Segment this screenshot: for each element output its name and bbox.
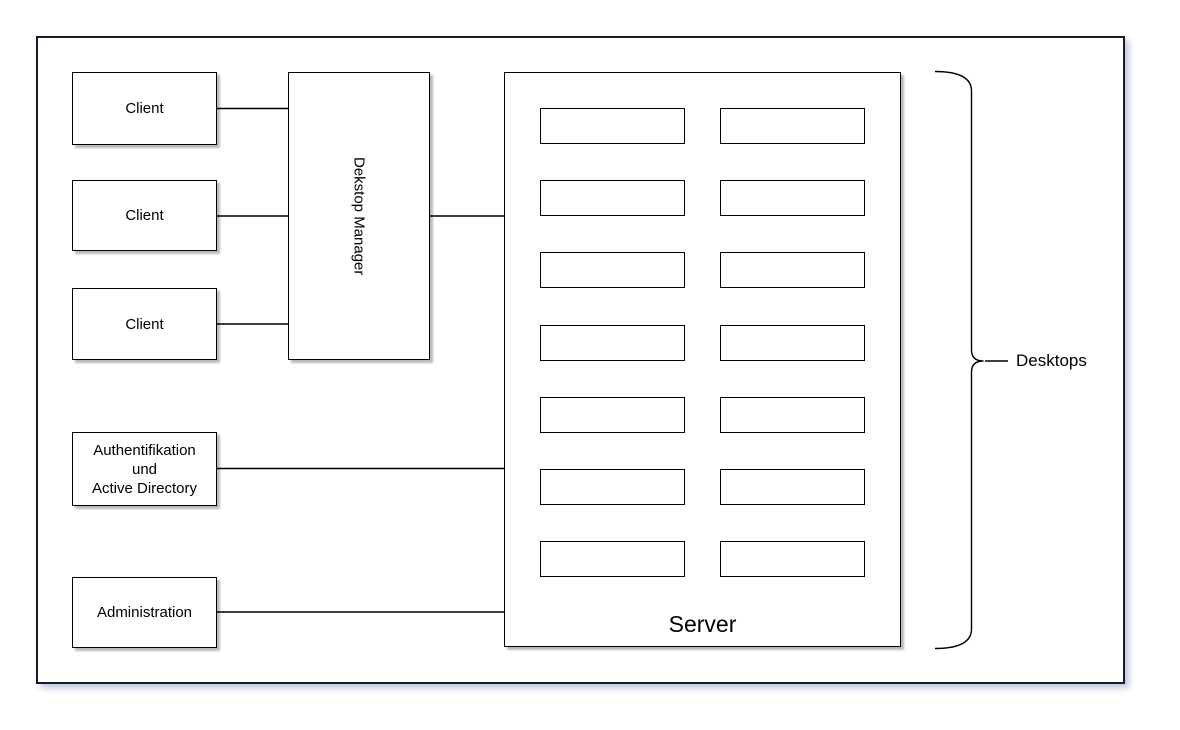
desktop-slot — [720, 541, 865, 577]
desktop-slot — [720, 252, 865, 288]
desktop-slot — [720, 180, 865, 216]
desktop-slot — [540, 397, 685, 433]
desktops-label: Desktops — [1016, 351, 1087, 370]
desktop-slot — [540, 469, 685, 505]
administration-box: Administration — [72, 577, 217, 648]
client-box-2: Client — [72, 180, 217, 251]
auth-label-line3: Active Directory — [91, 479, 198, 497]
server-label: Server — [668, 611, 737, 637]
auth-label-line2: und — [131, 460, 158, 478]
desktop-slot — [540, 252, 685, 288]
client-box-1: Client — [72, 72, 217, 145]
desktop-slot — [540, 325, 685, 361]
auth-label: Authentifikation und Active Directory — [92, 441, 197, 498]
desktop-slot — [720, 469, 865, 505]
desktop-slot — [540, 541, 685, 577]
server-box: Server — [504, 72, 901, 647]
desktop-slot — [720, 325, 865, 361]
desktop-manager-box: Dekstop Manager — [288, 72, 430, 360]
desktop-manager-label: Dekstop Manager — [350, 156, 368, 276]
desktop-slot — [540, 180, 685, 216]
auth-box: Authentifikation und Active Directory — [72, 432, 217, 506]
client-box-3: Client — [72, 288, 217, 360]
client-1-label: Client — [125, 100, 164, 117]
client-3-label: Client — [125, 315, 164, 333]
administration-label: Administration — [96, 604, 193, 621]
client-2-label: Client — [125, 207, 164, 224]
desktop-slot — [720, 397, 865, 433]
desktop-slot — [540, 108, 685, 144]
desktop-slot — [720, 108, 865, 144]
auth-label-line1: Authentifikation — [93, 441, 196, 459]
